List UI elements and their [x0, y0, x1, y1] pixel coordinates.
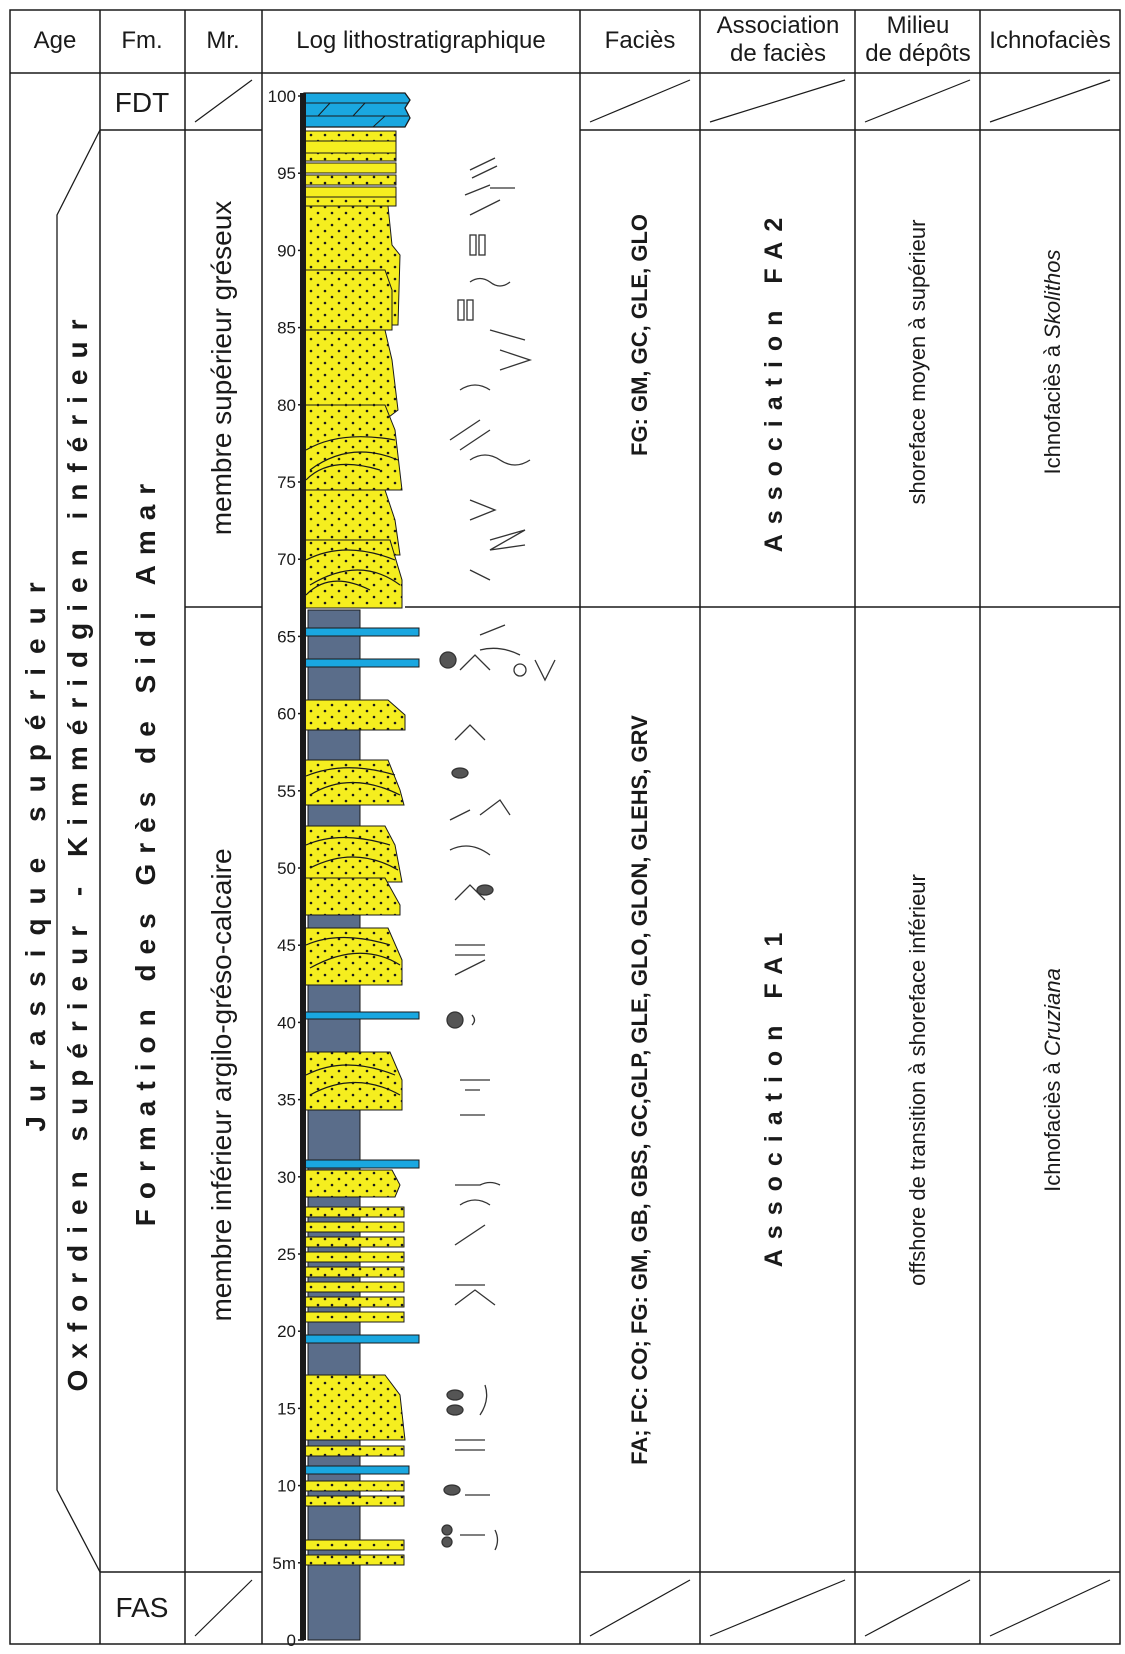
depth-tick-label: 65 [277, 627, 296, 646]
header-ichnofacies: Ichnofaciès [989, 27, 1110, 54]
burrow-icon [469, 234, 477, 256]
depth-tick-label: 50 [277, 859, 296, 878]
ichno-lower: Ichnofaciès à Cruziana [1040, 968, 1065, 1192]
depth-tick-label: 60 [277, 705, 296, 724]
formation-fas: FAS [116, 1592, 169, 1623]
header-member: Mr. [206, 27, 239, 54]
formation-main: Formation des Grès de Sidi Amar [130, 474, 161, 1226]
age-brace [56, 129, 101, 1573]
header-formation: Fm. [121, 27, 162, 54]
depth-tick-label: 70 [277, 550, 296, 569]
lithology-column [300, 92, 420, 1641]
depth-tick-label: 45 [277, 936, 296, 955]
depth-tick-label: 80 [277, 396, 296, 415]
depth-tick-label: 85 [277, 319, 296, 338]
member-lower: membre inférieur argilo-gréso-calcaire [206, 848, 237, 1321]
depth-tick-label: 5m [272, 1554, 296, 1573]
member-upper: membre supérieur gréseux [206, 201, 237, 536]
depth-tick-label: 75 [277, 473, 296, 492]
nodule-icon [439, 651, 457, 669]
depth-tick-label: 40 [277, 1013, 296, 1032]
column-headers: Age Fm. Mr. Log lithostratigraphique Fac… [34, 12, 1111, 67]
facies-upper: FG: GM, GC, GLE, GLO [627, 214, 652, 456]
depth-tick-label: 0 [287, 1631, 296, 1649]
sedimentary-structures [439, 157, 556, 1551]
facies-lower: FA; FC: CO; FG: GM, GB, GBS, GC,GLP, GLE… [627, 715, 652, 1465]
milieu-lower: offshore de transition à shoreface infér… [905, 874, 930, 1286]
header-association-line1: Association [717, 12, 840, 39]
association-upper: Association FA2 [760, 208, 788, 553]
depth-tick-label: 90 [277, 241, 296, 260]
header-log: Log lithostratigraphique [296, 27, 546, 54]
depth-scale: 100 95 90 85 80 75 70 65 60 55 50 45 40 35 30 25 20 15 10 5… [268, 87, 304, 1650]
depth-tick-label: 55 [277, 782, 296, 801]
depth-tick-label: 25 [277, 1245, 296, 1264]
formation-fdt: FDT [115, 87, 169, 118]
table-grid [9, 9, 1121, 1645]
header-milieu-line2: de dépôts [865, 40, 970, 67]
milieu-upper: shoreface moyen à supérieur [905, 220, 930, 505]
ichno-upper: Ichnofaciès à Skolithos [1040, 249, 1065, 474]
depth-tick-label: 20 [277, 1322, 296, 1341]
depth-tick-label: 10 [277, 1477, 296, 1496]
depth-tick-label: 35 [277, 1091, 296, 1110]
header-facies: Faciès [605, 27, 676, 54]
header-association-line2: de faciès [730, 40, 826, 67]
depth-tick-label: 15 [277, 1399, 296, 1418]
depth-tick-label: 100 [268, 87, 296, 106]
depth-tick-label: 95 [277, 164, 296, 183]
association-lower: Association FA1 [760, 923, 788, 1268]
header-milieu-line1: Milieu [887, 12, 950, 39]
age-line1: Jurassique supérieur [20, 568, 51, 1131]
header-age: Age [34, 27, 77, 54]
depth-tick-label: 30 [277, 1168, 296, 1187]
age-line2: Oxfordien supérieur - Kimméridgien infér… [62, 308, 93, 1391]
na-diagonals [194, 79, 1111, 1637]
